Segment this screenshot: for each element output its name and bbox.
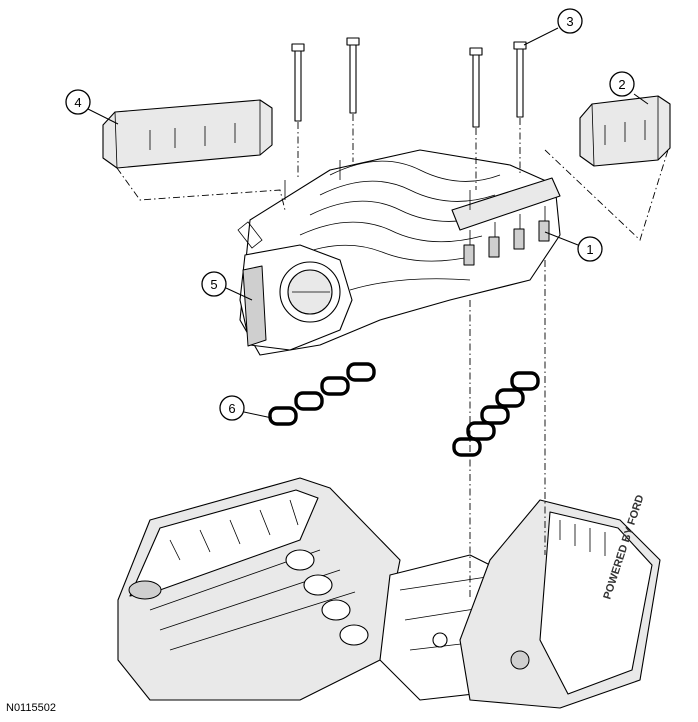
left-manifold-cover <box>102 99 273 169</box>
callout-1: 1 <box>544 231 603 262</box>
throttle-actuator <box>242 265 267 347</box>
svg-text:4: 4 <box>74 95 81 110</box>
manifold-bolts <box>291 37 527 128</box>
intake-ports-left <box>285 549 369 646</box>
svg-text:5: 5 <box>210 277 217 292</box>
fuel-rail <box>451 177 561 231</box>
throttle-body <box>237 221 353 351</box>
callout-6: 6 <box>219 395 273 421</box>
right-manifold-cover <box>579 95 671 167</box>
callout-3: 3 <box>523 8 583 46</box>
svg-text:3: 3 <box>566 14 573 29</box>
sensor-icon <box>510 650 530 670</box>
callout-2: 2 <box>609 71 649 105</box>
figure-id: N0115502 <box>6 702 56 714</box>
intake-gaskets-left <box>268 362 376 426</box>
oil-cap-icon <box>128 580 162 600</box>
callout-4: 4 <box>65 89 119 125</box>
svg-text:1: 1 <box>586 242 593 257</box>
engine-block <box>117 477 661 709</box>
alignment-lines <box>116 114 669 600</box>
intake-gaskets-right <box>452 371 540 457</box>
svg-text:2: 2 <box>618 77 625 92</box>
svg-text:6: 6 <box>228 401 235 416</box>
callout-5: 5 <box>201 271 253 301</box>
